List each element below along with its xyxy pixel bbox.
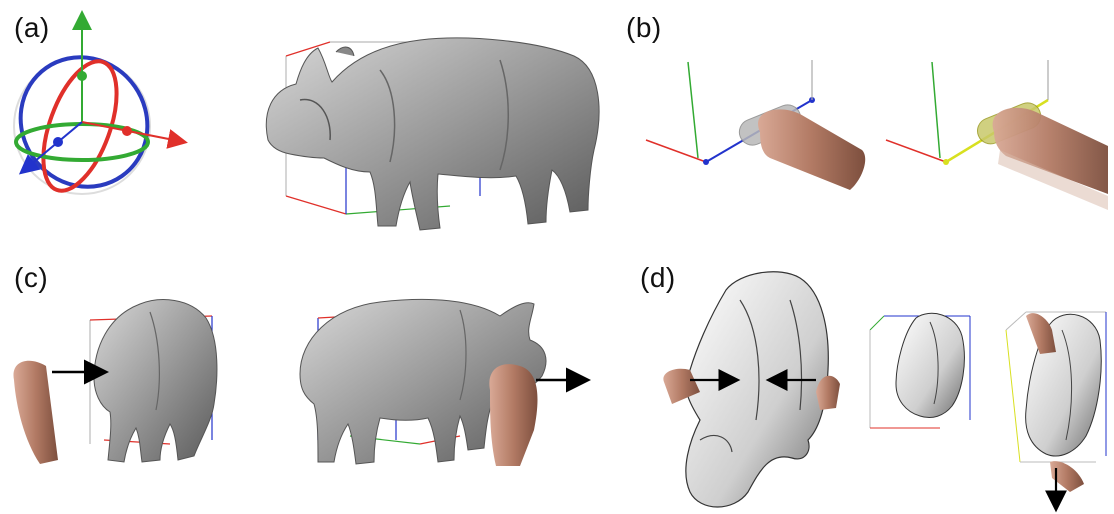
rhino-model-a — [266, 38, 599, 230]
rhino-top-view-large — [663, 272, 840, 507]
finger-icon — [489, 364, 537, 466]
rhino-front-view — [13, 300, 216, 464]
axis-drag-left — [646, 60, 865, 190]
transform-gizmo-icon — [0, 14, 184, 212]
finger-icon — [13, 361, 58, 464]
axis-drag-right — [886, 60, 1108, 210]
rhino-top-view-small — [870, 313, 970, 428]
finger-icon — [1026, 313, 1056, 354]
rhino-top-view-scaled — [1006, 312, 1106, 508]
finger-icon — [758, 109, 865, 190]
rhino-side-view — [300, 299, 586, 466]
